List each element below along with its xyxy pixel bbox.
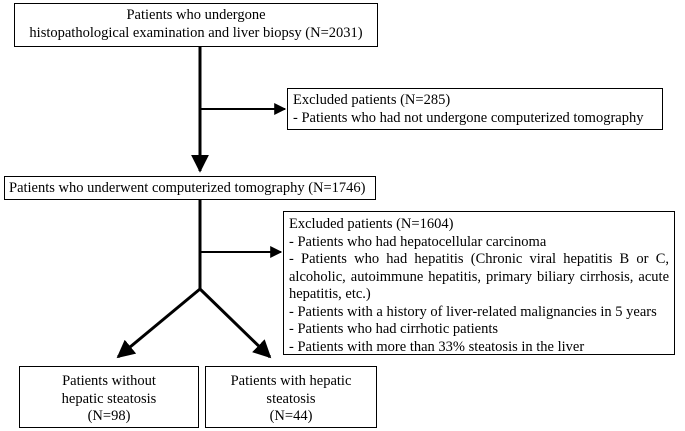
box-biopsy-line-1: Patients who undergone [126, 7, 266, 23]
box-ct-patients: Patients who underwent computerized tomo… [4, 176, 376, 200]
box-biopsy-patients: Patients who undergone histopathological… [14, 3, 378, 47]
excluded-second-reason-hepatitis-2: alcoholic, autoimmune hepatitis, primary… [289, 268, 669, 285]
box-excluded-second: Excluded patients (N=1604) - Patients wh… [283, 211, 675, 355]
steatosis-line-2: steatosis [266, 390, 316, 407]
box-ct-line-1: Patients who underwent computerized tomo… [9, 180, 366, 196]
no-steatosis-count: (N=98) [87, 408, 131, 424]
box-biopsy-line-2: histopathological examination and liver … [29, 24, 363, 41]
excluded-first-reason: - Patients who had not undergone compute… [293, 109, 644, 126]
steatosis-line-1: Patients with hepatic [230, 373, 352, 389]
excluded-second-reason-hepatitis-1: - Patients who had hepatitis (Chronic vi… [289, 251, 669, 267]
box-steatosis: Patients with hepatic steatosis (N=44) [205, 366, 377, 428]
arrow-to-steatosis [198, 287, 272, 359]
box-excluded-first: Excluded patients (N=285) - Patients who… [287, 88, 663, 130]
no-steatosis-line-2: hepatic steatosis [61, 390, 157, 407]
excluded-second-reason-cirrhosis: - Patients who had cirrhotic patients [289, 321, 498, 337]
excluded-second-reason-hcc: - Patients who had hepatocellular carcin… [289, 233, 547, 250]
arrow-to-no-steatosis [116, 287, 201, 359]
excluded-second-title: Excluded patients (N=1604) [289, 216, 454, 232]
no-steatosis-line-1: Patients without [62, 373, 156, 389]
excluded-second-reason-malignancy: - Patients with a history of liver-relat… [289, 303, 657, 320]
excluded-second-reason-steatosis: - Patients with more than 33% steatosis … [289, 338, 585, 355]
excluded-first-title: Excluded patients (N=285) [293, 92, 451, 108]
excluded-second-reason-hepatitis-3: hepatitis, etc.) [289, 286, 371, 302]
steatosis-count: (N=44) [269, 408, 313, 424]
box-no-steatosis: Patients without hepatic steatosis (N=98… [19, 366, 199, 428]
